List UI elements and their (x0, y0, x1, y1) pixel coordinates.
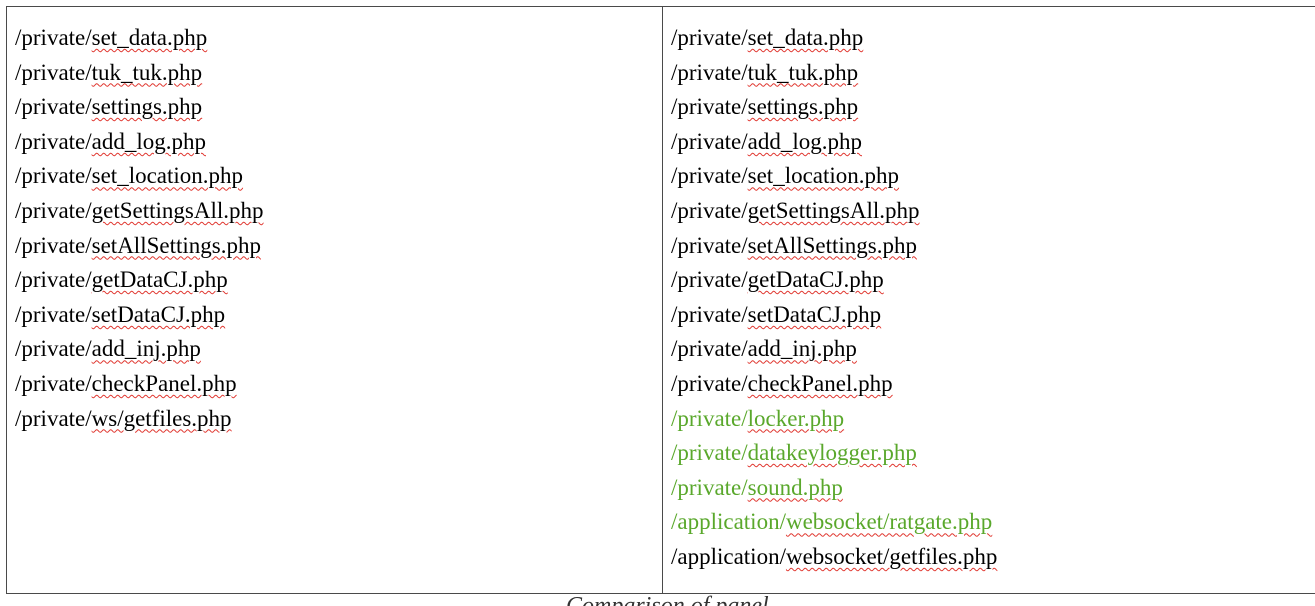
path-filename: websocket/getfiles.php (785, 543, 998, 569)
path-filename: add_inj.php (91, 336, 201, 362)
path-item: /private/add_log.php (671, 125, 1315, 160)
right-column-cell: /private/set_data.php/private/tuk_tuk.ph… (662, 6, 1315, 594)
path-item: /private/tuk_tuk.php (15, 56, 662, 91)
path-prefix: /private/ (671, 336, 748, 362)
path-filename: getSettingsAll.php (91, 197, 264, 223)
path-prefix: /private/ (671, 163, 748, 189)
table-caption: Comparison of panel (566, 594, 769, 606)
path-filename: setAllSettings.php (91, 232, 261, 258)
path-item: /private/ws/getfiles.php (15, 402, 662, 437)
path-filename: tuk_tuk.php (747, 59, 859, 85)
path-prefix: /private/ (671, 232, 748, 258)
path-filename: add_inj.php (747, 336, 857, 362)
path-item: /private/settings.php (671, 90, 1315, 125)
left-column-cell: /private/set_data.php/private/tuk_tuk.ph… (6, 6, 663, 594)
path-filename: checkPanel.php (747, 370, 893, 396)
path-item: /private/setDataCJ.php (671, 298, 1315, 333)
path-filename: datakeylogger.php (747, 440, 917, 466)
path-filename: locker.php (747, 405, 845, 431)
path-prefix: /private/ (671, 94, 748, 120)
path-item: /private/settings.php (15, 90, 662, 125)
path-prefix: /private/ (15, 267, 92, 293)
path-filename: settings.php (747, 94, 859, 120)
path-prefix: /private/ (15, 163, 92, 189)
path-item: /private/add_log.php (15, 125, 662, 160)
table-row: /private/set_data.php/private/tuk_tuk.ph… (6, 6, 1315, 594)
path-item: /private/setDataCJ.php (15, 298, 662, 333)
path-filename: set_location.php (91, 163, 244, 189)
path-item: /private/getSettingsAll.php (15, 194, 662, 229)
path-filename: ws/getfiles.php (91, 405, 232, 431)
path-filename: set_data.php (747, 25, 864, 50)
path-item: /private/add_inj.php (15, 332, 662, 367)
path-prefix: /private/ (671, 440, 748, 466)
path-item: /private/add_inj.php (671, 332, 1315, 367)
right-path-list: /private/set_data.php/private/tuk_tuk.ph… (671, 21, 1315, 575)
path-filename: set_data.php (91, 25, 208, 50)
path-filename: getSettingsAll.php (747, 197, 920, 223)
path-item: /private/getDataCJ.php (15, 263, 662, 298)
path-filename: setAllSettings.php (747, 232, 917, 258)
path-filename: tuk_tuk.php (91, 59, 203, 85)
path-item: /application/websocket/ratgate.php (671, 505, 1315, 540)
path-prefix: /private/ (671, 25, 748, 50)
path-filename: checkPanel.php (91, 370, 237, 396)
path-filename: add_log.php (91, 128, 206, 154)
path-item: /application/websocket/getfiles.php (671, 540, 1315, 575)
path-filename: setDataCJ.php (91, 301, 226, 327)
path-prefix: /private/ (15, 301, 92, 327)
path-item: /private/getSettingsAll.php (671, 194, 1315, 229)
path-filename: websocket/ratgate.php (785, 509, 993, 535)
path-prefix: /application/ (671, 509, 786, 535)
path-item: /private/checkPanel.php (15, 367, 662, 402)
path-filename: setDataCJ.php (747, 301, 882, 327)
path-item: /private/set_location.php (671, 159, 1315, 194)
path-item: /private/set_data.php (671, 21, 1315, 56)
path-filename: add_log.php (747, 128, 862, 154)
path-prefix: /private/ (671, 370, 748, 396)
path-prefix: /private/ (15, 405, 92, 431)
path-prefix: /private/ (671, 128, 748, 154)
path-prefix: /private/ (671, 59, 748, 85)
path-item: /private/datakeylogger.php (671, 436, 1315, 471)
path-item: /private/setAllSettings.php (671, 229, 1315, 264)
path-prefix: /private/ (15, 94, 92, 120)
path-item: /private/locker.php (671, 402, 1315, 437)
path-prefix: /private/ (671, 405, 748, 431)
path-prefix: /private/ (15, 59, 92, 85)
path-prefix: /private/ (15, 128, 92, 154)
path-item: /private/sound.php (671, 471, 1315, 506)
path-prefix: /private/ (15, 370, 92, 396)
path-prefix: /private/ (671, 197, 748, 223)
path-filename: set_location.php (747, 163, 900, 189)
comparison-table: /private/set_data.php/private/tuk_tuk.ph… (6, 6, 1315, 594)
path-prefix: /private/ (15, 197, 92, 223)
path-prefix: /private/ (671, 474, 748, 500)
path-item: /private/getDataCJ.php (671, 263, 1315, 298)
path-filename: sound.php (747, 474, 843, 500)
path-item: /private/checkPanel.php (671, 367, 1315, 402)
path-prefix: /private/ (15, 25, 92, 50)
path-filename: settings.php (91, 94, 203, 120)
left-path-list: /private/set_data.php/private/tuk_tuk.ph… (15, 21, 662, 436)
path-item: /private/set_location.php (15, 159, 662, 194)
path-filename: getDataCJ.php (91, 267, 228, 293)
path-prefix: /application/ (671, 543, 786, 569)
path-item: /private/setAllSettings.php (15, 229, 662, 264)
path-prefix: /private/ (671, 267, 748, 293)
path-prefix: /private/ (15, 336, 92, 362)
path-filename: getDataCJ.php (747, 267, 884, 293)
path-prefix: /private/ (15, 232, 92, 258)
path-prefix: /private/ (671, 301, 748, 327)
path-item: /private/tuk_tuk.php (671, 56, 1315, 91)
path-item: /private/set_data.php (15, 21, 662, 56)
